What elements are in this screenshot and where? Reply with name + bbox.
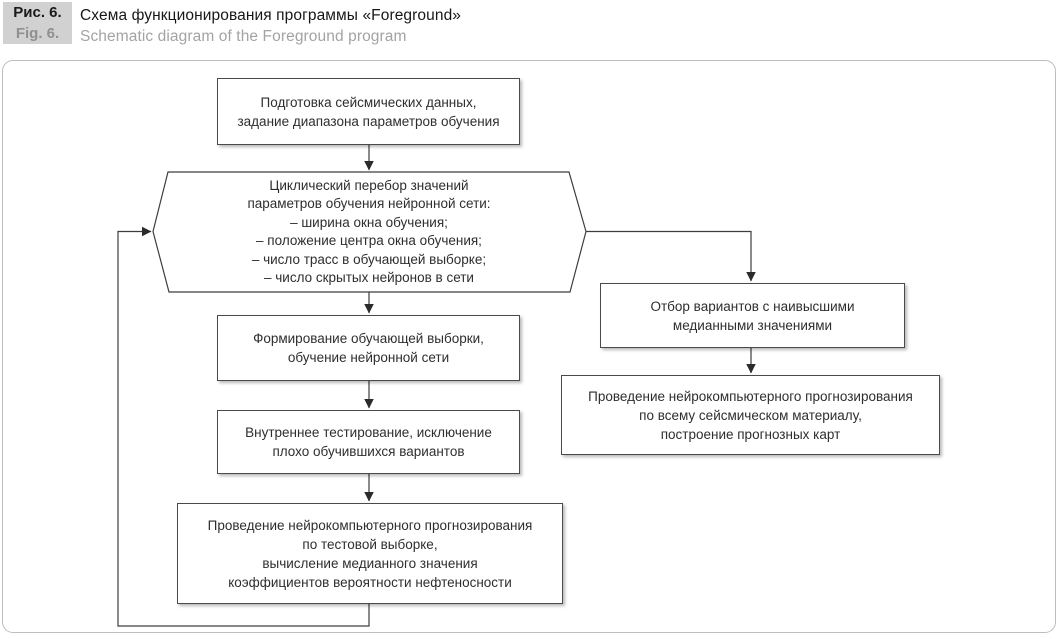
figure-label-chip: Рис. 6. Fig. 6. <box>3 2 72 44</box>
node-data-preparation: Подготовка сейсмических данных, задание … <box>217 78 520 145</box>
node-test-forecasting: Проведение нейрокомпьютерного прогнозиро… <box>177 503 563 604</box>
arrow-cycle-to-select <box>586 230 756 282</box>
node-training-sample: Формирование обучающей выборки, обучение… <box>217 315 520 381</box>
node-full-forecasting: Проведение нейрокомпьютерного прогнозиро… <box>561 375 940 455</box>
node-parameter-cycle-label: Циклический перебор значений параметров … <box>247 177 491 286</box>
arrow-feedback-loop <box>117 226 370 627</box>
figure-title-ru: Схема функционирования программы «Foregr… <box>80 7 462 24</box>
figure-label-en: Fig. 6. <box>15 25 60 42</box>
cycle-hexagon-shape <box>152 171 587 293</box>
figure-title-en: Schematic diagram of the Foreground prog… <box>80 28 407 45</box>
figure-label-ru: Рис. 6. <box>13 4 62 21</box>
node-internal-testing: Внутреннее тестирование, исключение плох… <box>217 410 520 474</box>
node-variant-selection: Отбор вариантов с наивысшими медианными … <box>600 283 905 348</box>
